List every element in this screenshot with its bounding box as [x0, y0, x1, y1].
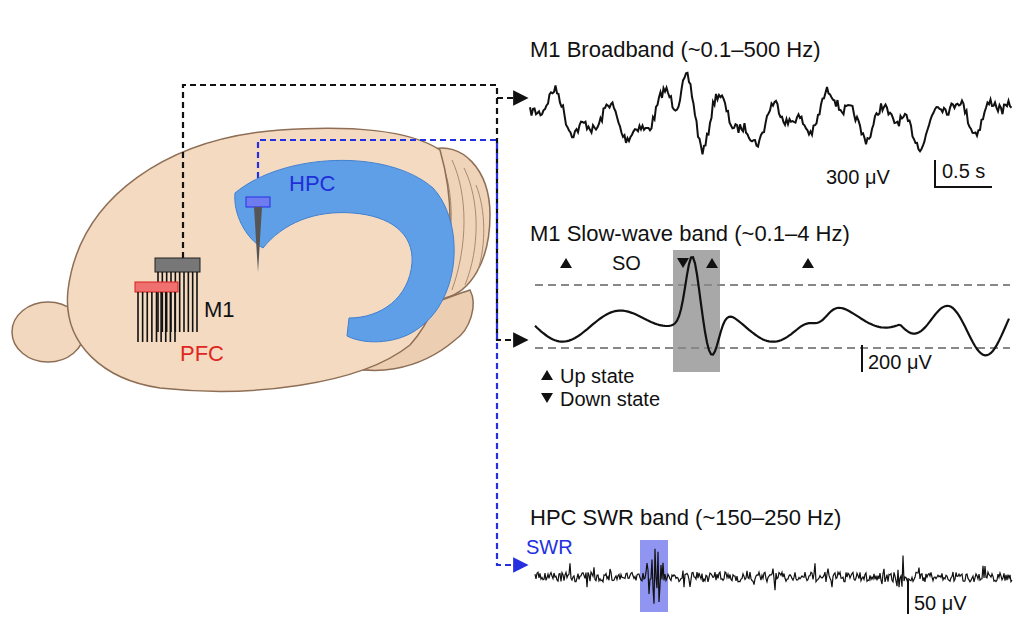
state-markers: [541, 258, 814, 403]
signal-traces: [530, 73, 1012, 604]
region-label: PFC: [180, 342, 224, 366]
threshold-line: [535, 347, 1010, 349]
trace-title: M1 Broadband (~0.1–500 Hz): [530, 38, 820, 62]
scale-label: 0.5 s: [942, 160, 985, 182]
dashed-leader: [497, 97, 527, 99]
region-label: M1: [204, 298, 235, 322]
legend-text: Up state: [560, 365, 634, 387]
threshold-line: [535, 284, 1010, 286]
scale-label: 300 μV: [826, 166, 890, 188]
legend-text: Down state: [560, 388, 660, 410]
region-label: HPC: [289, 172, 335, 196]
trace-title: HPC SWR band (~150–250 Hz): [530, 506, 841, 530]
event-label: SO: [612, 252, 641, 274]
hippocampus-region: HPC: [225, 148, 460, 348]
pfc-array: [135, 282, 178, 292]
hpc-probe: [254, 207, 262, 272]
m1-array: [155, 258, 200, 272]
scale-label: 50 μV: [914, 592, 967, 614]
event-label: SWR: [526, 536, 573, 558]
scale-label: 200 μV: [868, 351, 932, 373]
hpc-electrode: [246, 197, 270, 207]
scale-bar: [862, 160, 992, 614]
hippocampus-shape: [225, 148, 460, 348]
trace-title: M1 Slow-wave band (~0.1–4 Hz): [530, 222, 850, 246]
